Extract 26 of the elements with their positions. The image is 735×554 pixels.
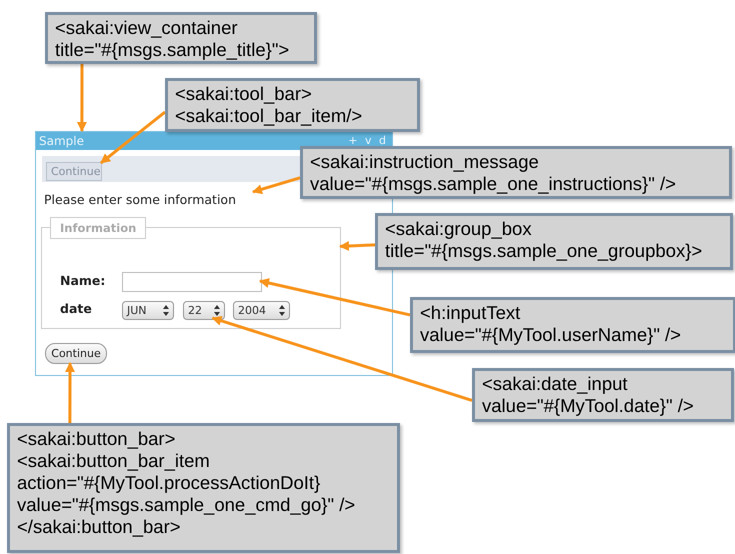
code-callout: <sakai:button_bar> <sakai:button_bar_item action="#{MyTool.processActionDoIt} value="#{msgs.sample_one_cmd_go}" /> </sakai:button_bar> — [7, 423, 400, 553]
field-label: Name: — [60, 273, 110, 291]
arrow — [339, 241, 376, 252]
code-callout: <sakai:instruction_message value="#{msgs.sample_one_instructions}" /> — [300, 146, 732, 199]
input-field — [122, 272, 262, 292]
code-callout: <sakai:tool_bar> <sakai:tool_bar_item/> — [165, 78, 420, 132]
arrow — [252, 176, 300, 194]
group-title: Information — [50, 217, 146, 239]
date-select: JUN — [122, 301, 174, 320]
arrow — [259, 278, 410, 316]
arrow — [65, 362, 76, 423]
toolbar-button: Continue — [46, 162, 102, 181]
window-title: Sample — [39, 133, 84, 149]
arrow — [212, 316, 472, 402]
code-callout: <sakai:group_box title="#{msgs.sample_one_groupbox}> — [375, 213, 733, 270]
window-controls: + v d — [348, 133, 386, 149]
instruction-text: Please enter some information — [44, 192, 254, 210]
code-callout: <sakai:date_input value="#{MyTool.date}" /> — [472, 368, 734, 422]
arrow — [76, 64, 87, 132]
field-label: date — [60, 301, 110, 319]
date-select: 2004 — [233, 301, 290, 320]
date-select: 22 — [183, 301, 225, 320]
continue-button: Continue — [45, 343, 107, 364]
code-callout: <sakai:view_container title="#{msgs.sample_title}"> — [45, 12, 317, 64]
arrow — [100, 110, 166, 164]
code-callout: <h:inputText value="#{MyTool.userName}" /> — [410, 297, 735, 353]
